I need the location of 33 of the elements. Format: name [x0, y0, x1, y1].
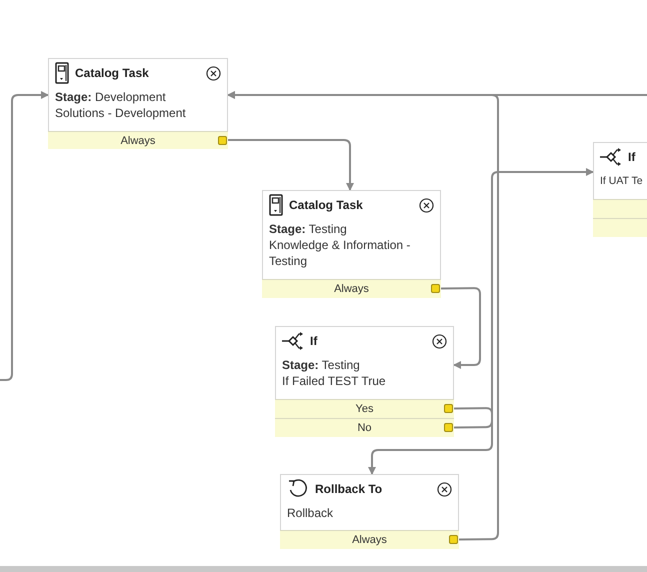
activity-box	[275, 326, 454, 437]
activity-title: Rollback To	[315, 482, 384, 496]
condition-label: No	[357, 422, 372, 434]
activity-text: If UAT Te	[600, 174, 643, 189]
connector-arrow	[454, 168, 594, 428]
activity-text: Stage: Testing	[269, 221, 347, 237]
condition-label: Always	[352, 534, 387, 546]
connector-arrow	[0, 91, 49, 381]
condition-row	[280, 530, 459, 549]
connector-arrow	[228, 139, 354, 191]
activity-text: Rollback	[287, 505, 334, 521]
activity-text: Solutions - Development	[55, 105, 186, 121]
condition-label: Yes	[356, 403, 374, 415]
activity-box	[48, 58, 228, 149]
condition-label: Always	[120, 134, 156, 146]
connector-arrow	[440, 287, 481, 369]
activity-box	[280, 474, 459, 549]
activity-text: Knowledge & Information - Testing	[269, 237, 412, 269]
activity-title: Catalog Task	[75, 66, 150, 80]
activity-box	[262, 190, 441, 298]
condition-row	[275, 399, 454, 418]
activity-text: Stage: Testing	[282, 357, 360, 373]
connector-arrow	[368, 407, 493, 475]
activity-text: Stage: Development	[55, 89, 166, 105]
activity-text: If Failed TEST True	[282, 373, 386, 389]
condition-label: Always	[334, 283, 369, 295]
condition-row	[48, 131, 228, 149]
connector-arrow	[227, 91, 647, 99]
condition-row	[262, 279, 441, 298]
activity-title: Catalog Task	[289, 198, 364, 212]
activity-title: If	[310, 334, 318, 348]
activity-title: If	[628, 150, 636, 164]
condition-row	[275, 418, 454, 437]
